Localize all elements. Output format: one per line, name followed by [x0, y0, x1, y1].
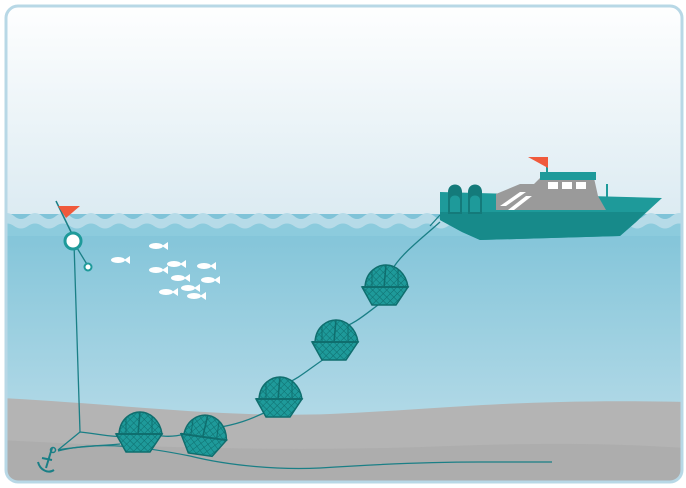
buoy-icon: [65, 233, 81, 249]
marker-float-icon: [85, 264, 92, 271]
